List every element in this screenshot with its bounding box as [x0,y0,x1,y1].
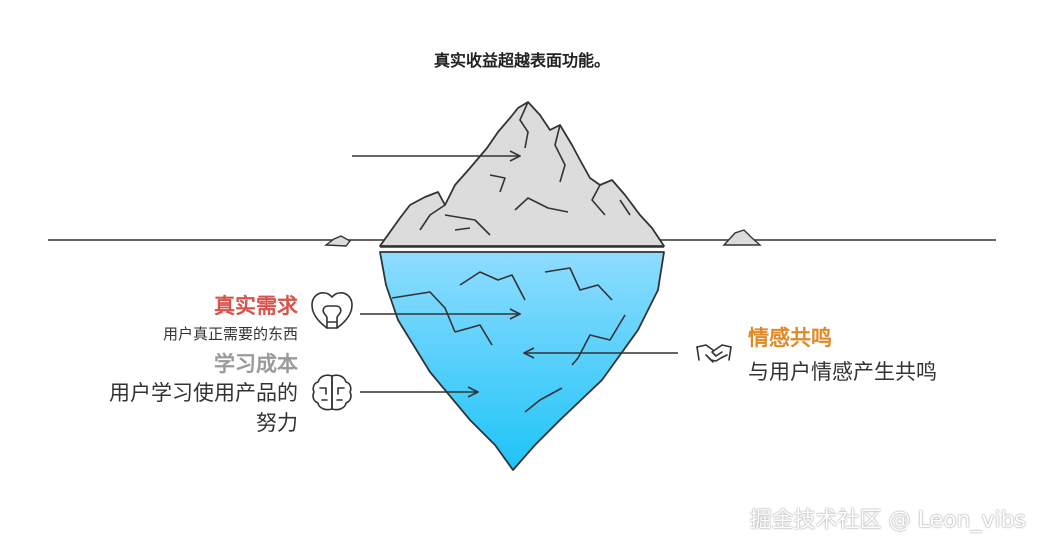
learning-cost-heading: 学习成本 [214,352,298,376]
underwater-cracks [391,267,626,413]
learning-cost-desc: 用户学习使用产品的 努力 [109,378,298,438]
handshake-icon [696,344,732,363]
iceberg-tip-cracks [419,101,631,236]
brain-icon [312,374,352,411]
ice-chunk-left [324,235,352,247]
diagram-title: 真实收益超越表面功能。 [433,51,610,70]
ice-chunk-right [722,229,762,246]
real-need-heading: 真实需求 [214,294,298,318]
emotion-desc: 与用户情感产生共鸣 [748,360,937,384]
learning-cost-desc-line2: 努力 [256,411,298,435]
emotion-heading: 情感共鸣 [748,326,832,350]
underwater-iceberg [379,251,665,471]
iceberg-tip [379,101,665,247]
real-need-desc: 用户真正需要的东西 [162,325,298,343]
lightbulb-heart-icon [311,292,353,329]
learning-cost-desc-line1: 用户学习使用产品的 [109,381,298,405]
watermark: 掘金技术社区 @ Leon_vibs [749,508,1026,533]
